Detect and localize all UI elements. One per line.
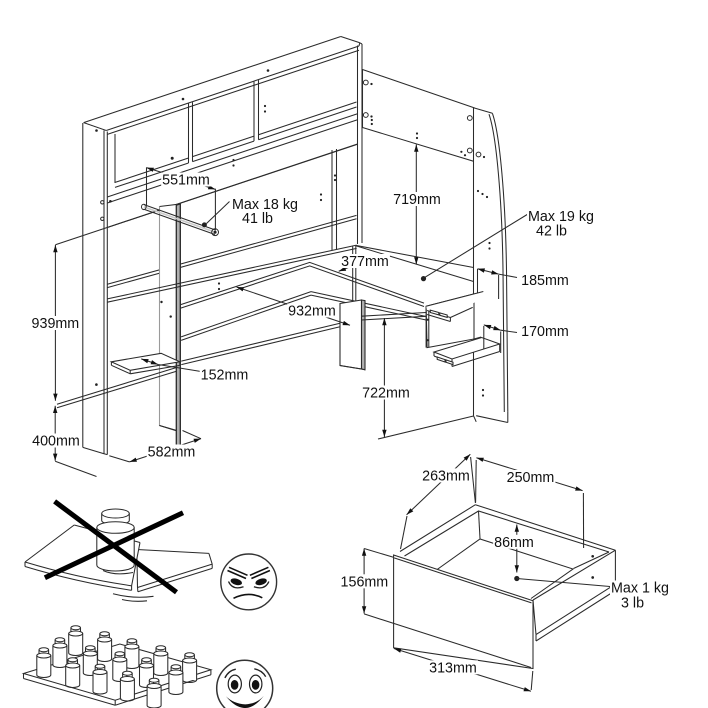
svg-text:313mm: 313mm [429, 660, 477, 676]
svg-text:939mm: 939mm [32, 316, 80, 332]
svg-text:551mm: 551mm [162, 173, 210, 189]
svg-text:86mm: 86mm [494, 535, 534, 551]
svg-text:582mm: 582mm [148, 445, 196, 461]
svg-text:250mm: 250mm [507, 470, 555, 486]
svg-text:Max 19 kg: Max 19 kg [528, 209, 594, 225]
svg-text:Max 1 kg: Max 1 kg [611, 581, 669, 597]
svg-text:263mm: 263mm [422, 469, 470, 485]
svg-text:932mm: 932mm [288, 304, 336, 320]
svg-text:719mm: 719mm [393, 192, 441, 208]
svg-text:156mm: 156mm [341, 574, 389, 590]
svg-text:185mm: 185mm [521, 273, 569, 289]
svg-text:Max 18 kg: Max 18 kg [232, 197, 298, 213]
svg-text:722mm: 722mm [362, 386, 410, 402]
svg-text:3 lb: 3 lb [621, 596, 644, 612]
svg-text:42 lb: 42 lb [536, 224, 567, 240]
svg-text:400mm: 400mm [32, 434, 80, 450]
svg-text:170mm: 170mm [521, 324, 569, 340]
svg-text:152mm: 152mm [201, 368, 249, 384]
svg-text:377mm: 377mm [341, 254, 389, 270]
svg-text:41 lb: 41 lb [242, 211, 273, 227]
